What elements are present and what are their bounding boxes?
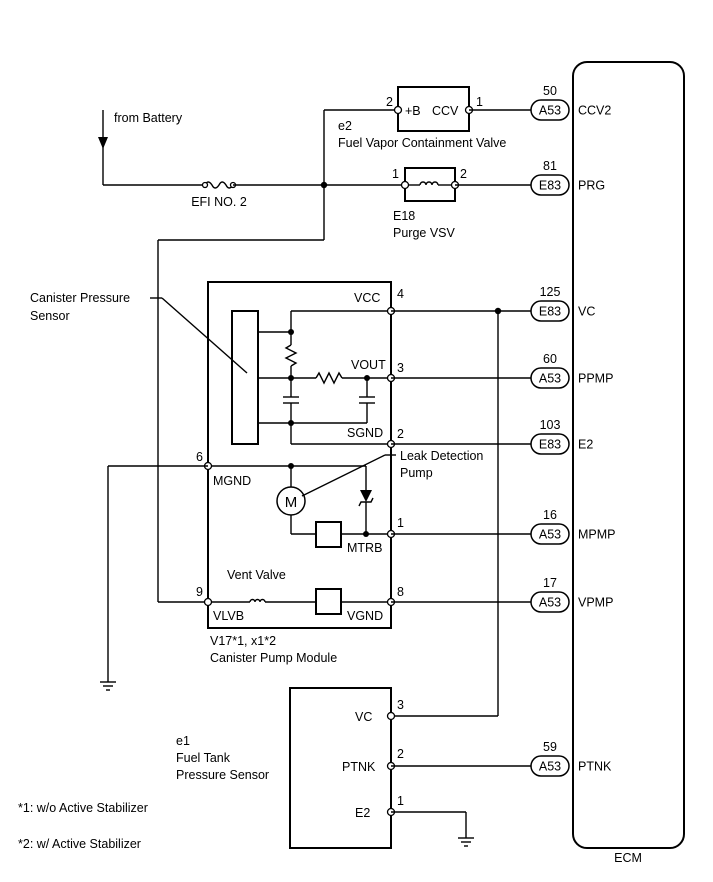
- ecm-signal-name: E2: [578, 438, 593, 452]
- fts-name: Fuel Tank Pressure Sensor: [176, 751, 269, 782]
- pin-num-9: 9: [196, 585, 203, 599]
- connector-code: A53: [539, 372, 561, 386]
- connector-oval: [530, 300, 570, 322]
- from-battery-label: from Battery: [114, 111, 183, 125]
- vent-valve-block: [315, 588, 342, 615]
- connector-code: E83: [539, 179, 561, 193]
- canister-pump-module: M VCC VOUT SGND MGND MTRB VLVB VGND Vent: [196, 281, 404, 665]
- ccv-pin-ccv: CCV: [432, 104, 459, 118]
- ground-symbol-1: [100, 681, 116, 691]
- ecm-pin-number: 125: [540, 285, 561, 299]
- pin-sgnd: SGND: [347, 426, 383, 440]
- pin-num-1: 1: [397, 516, 404, 530]
- pin-vgnd: VGND: [347, 609, 383, 623]
- connector-code: A53: [539, 528, 561, 542]
- motor-m: M: [285, 494, 298, 511]
- pin-num-3: 3: [397, 361, 404, 375]
- ecm-pin-number: 50: [543, 84, 557, 98]
- connector-oval: [530, 523, 570, 545]
- vsv-pin-1: 1: [392, 167, 399, 181]
- ecm-label: ECM: [614, 851, 642, 865]
- fuel-vapor-containment-valve: +B CCV 2 1 e2 Fuel Vapor Containment Val…: [338, 86, 531, 150]
- ecm-signal-name: PRG: [578, 179, 605, 193]
- connector-oval: [530, 591, 570, 613]
- pin-mtrb: MTRB: [347, 541, 382, 555]
- pin-num-2: 2: [397, 427, 404, 441]
- fts-pin-num-3: 3: [397, 698, 404, 712]
- vsv-pin-2: 2: [460, 167, 467, 181]
- connector-oval: [530, 367, 570, 389]
- connector-oval: [530, 433, 570, 455]
- pin-vlvb: VLVB: [213, 609, 244, 623]
- connector-code: A53: [539, 104, 561, 118]
- ecm-pin-number: 103: [540, 418, 561, 432]
- vsv-name: Purge VSV: [393, 226, 456, 240]
- ecm-box: [572, 61, 685, 849]
- pump-relay-block: [315, 521, 342, 548]
- fts-pin-num-2: 2: [397, 747, 404, 761]
- ecm-pin-number: 59: [543, 740, 557, 754]
- vent-valve-label: Vent Valve: [227, 568, 286, 582]
- ecm-signal-name: VPMP: [578, 596, 613, 610]
- connector-oval: [530, 755, 570, 777]
- pump-module-name: Canister Pump Module: [210, 651, 337, 665]
- fts-code: e1: [176, 734, 190, 748]
- pump-module-code: V17*1, x1*2: [210, 634, 276, 648]
- pin-num-8: 8: [397, 585, 404, 599]
- ground-symbol-2: [458, 837, 474, 847]
- connector-oval: [530, 174, 570, 196]
- fuse-label: EFI NO. 2: [191, 195, 247, 209]
- pin-mgnd: MGND: [213, 474, 251, 488]
- ecm-signal-name: MPMP: [578, 528, 616, 542]
- fts-pin-num-1: 1: [397, 794, 404, 808]
- ecm-signal-name: PPMP: [578, 372, 613, 386]
- note-1: *1: w/o Active Stabilizer: [18, 801, 148, 815]
- battery-supply: from Battery EFI NO. 2: [98, 109, 405, 603]
- connector-code: A53: [539, 760, 561, 774]
- ccv-pin-plus-b: +B: [405, 104, 421, 118]
- pin-num-6: 6: [196, 450, 203, 464]
- connector-code: A53: [539, 596, 561, 610]
- connector-code: E83: [539, 438, 561, 452]
- ecm-signal-name: VC: [578, 305, 595, 319]
- pin-vcc: VCC: [354, 291, 380, 305]
- connector-oval: [530, 99, 570, 121]
- ecm-pin-number: 60: [543, 352, 557, 366]
- leak-pump-label: Leak Detection Pump: [400, 449, 487, 480]
- connector-code: E83: [539, 305, 561, 319]
- canister-pressure-sensor-element: [231, 310, 259, 445]
- pin-vout: VOUT: [351, 358, 386, 372]
- ecm-pin-number: 17: [543, 576, 557, 590]
- ccv-name: Fuel Vapor Containment Valve: [338, 136, 506, 150]
- fts-pin-e2: E2: [355, 806, 370, 820]
- fts-pin-ptnk: PTNK: [342, 760, 376, 774]
- purge-vsv: 1 2 E18 Purge VSV: [392, 167, 531, 240]
- ecm-pin-number: 16: [543, 508, 557, 522]
- ccv-pin-1: 1: [476, 95, 483, 109]
- ecm-pin-number: 81: [543, 159, 557, 173]
- vsv-code: E18: [393, 209, 415, 223]
- ccv-pin-2: 2: [386, 95, 393, 109]
- ecm-signal-name: PTNK: [578, 760, 612, 774]
- fuel-tank-pressure-sensor: VC PTNK E2 3 2 1 e1 Fuel Tank Pressure S…: [176, 687, 531, 849]
- note-2: *2: w/ Active Stabilizer: [18, 837, 141, 851]
- ccv-code: e2: [338, 119, 352, 133]
- pin-num-4: 4: [397, 287, 404, 301]
- fuse-symbol: [204, 181, 234, 189]
- fts-pin-vc: VC: [355, 710, 372, 724]
- canister-sensor-label: Canister Pressure Sensor: [30, 291, 134, 323]
- ecm-signal-name: CCV2: [578, 104, 611, 118]
